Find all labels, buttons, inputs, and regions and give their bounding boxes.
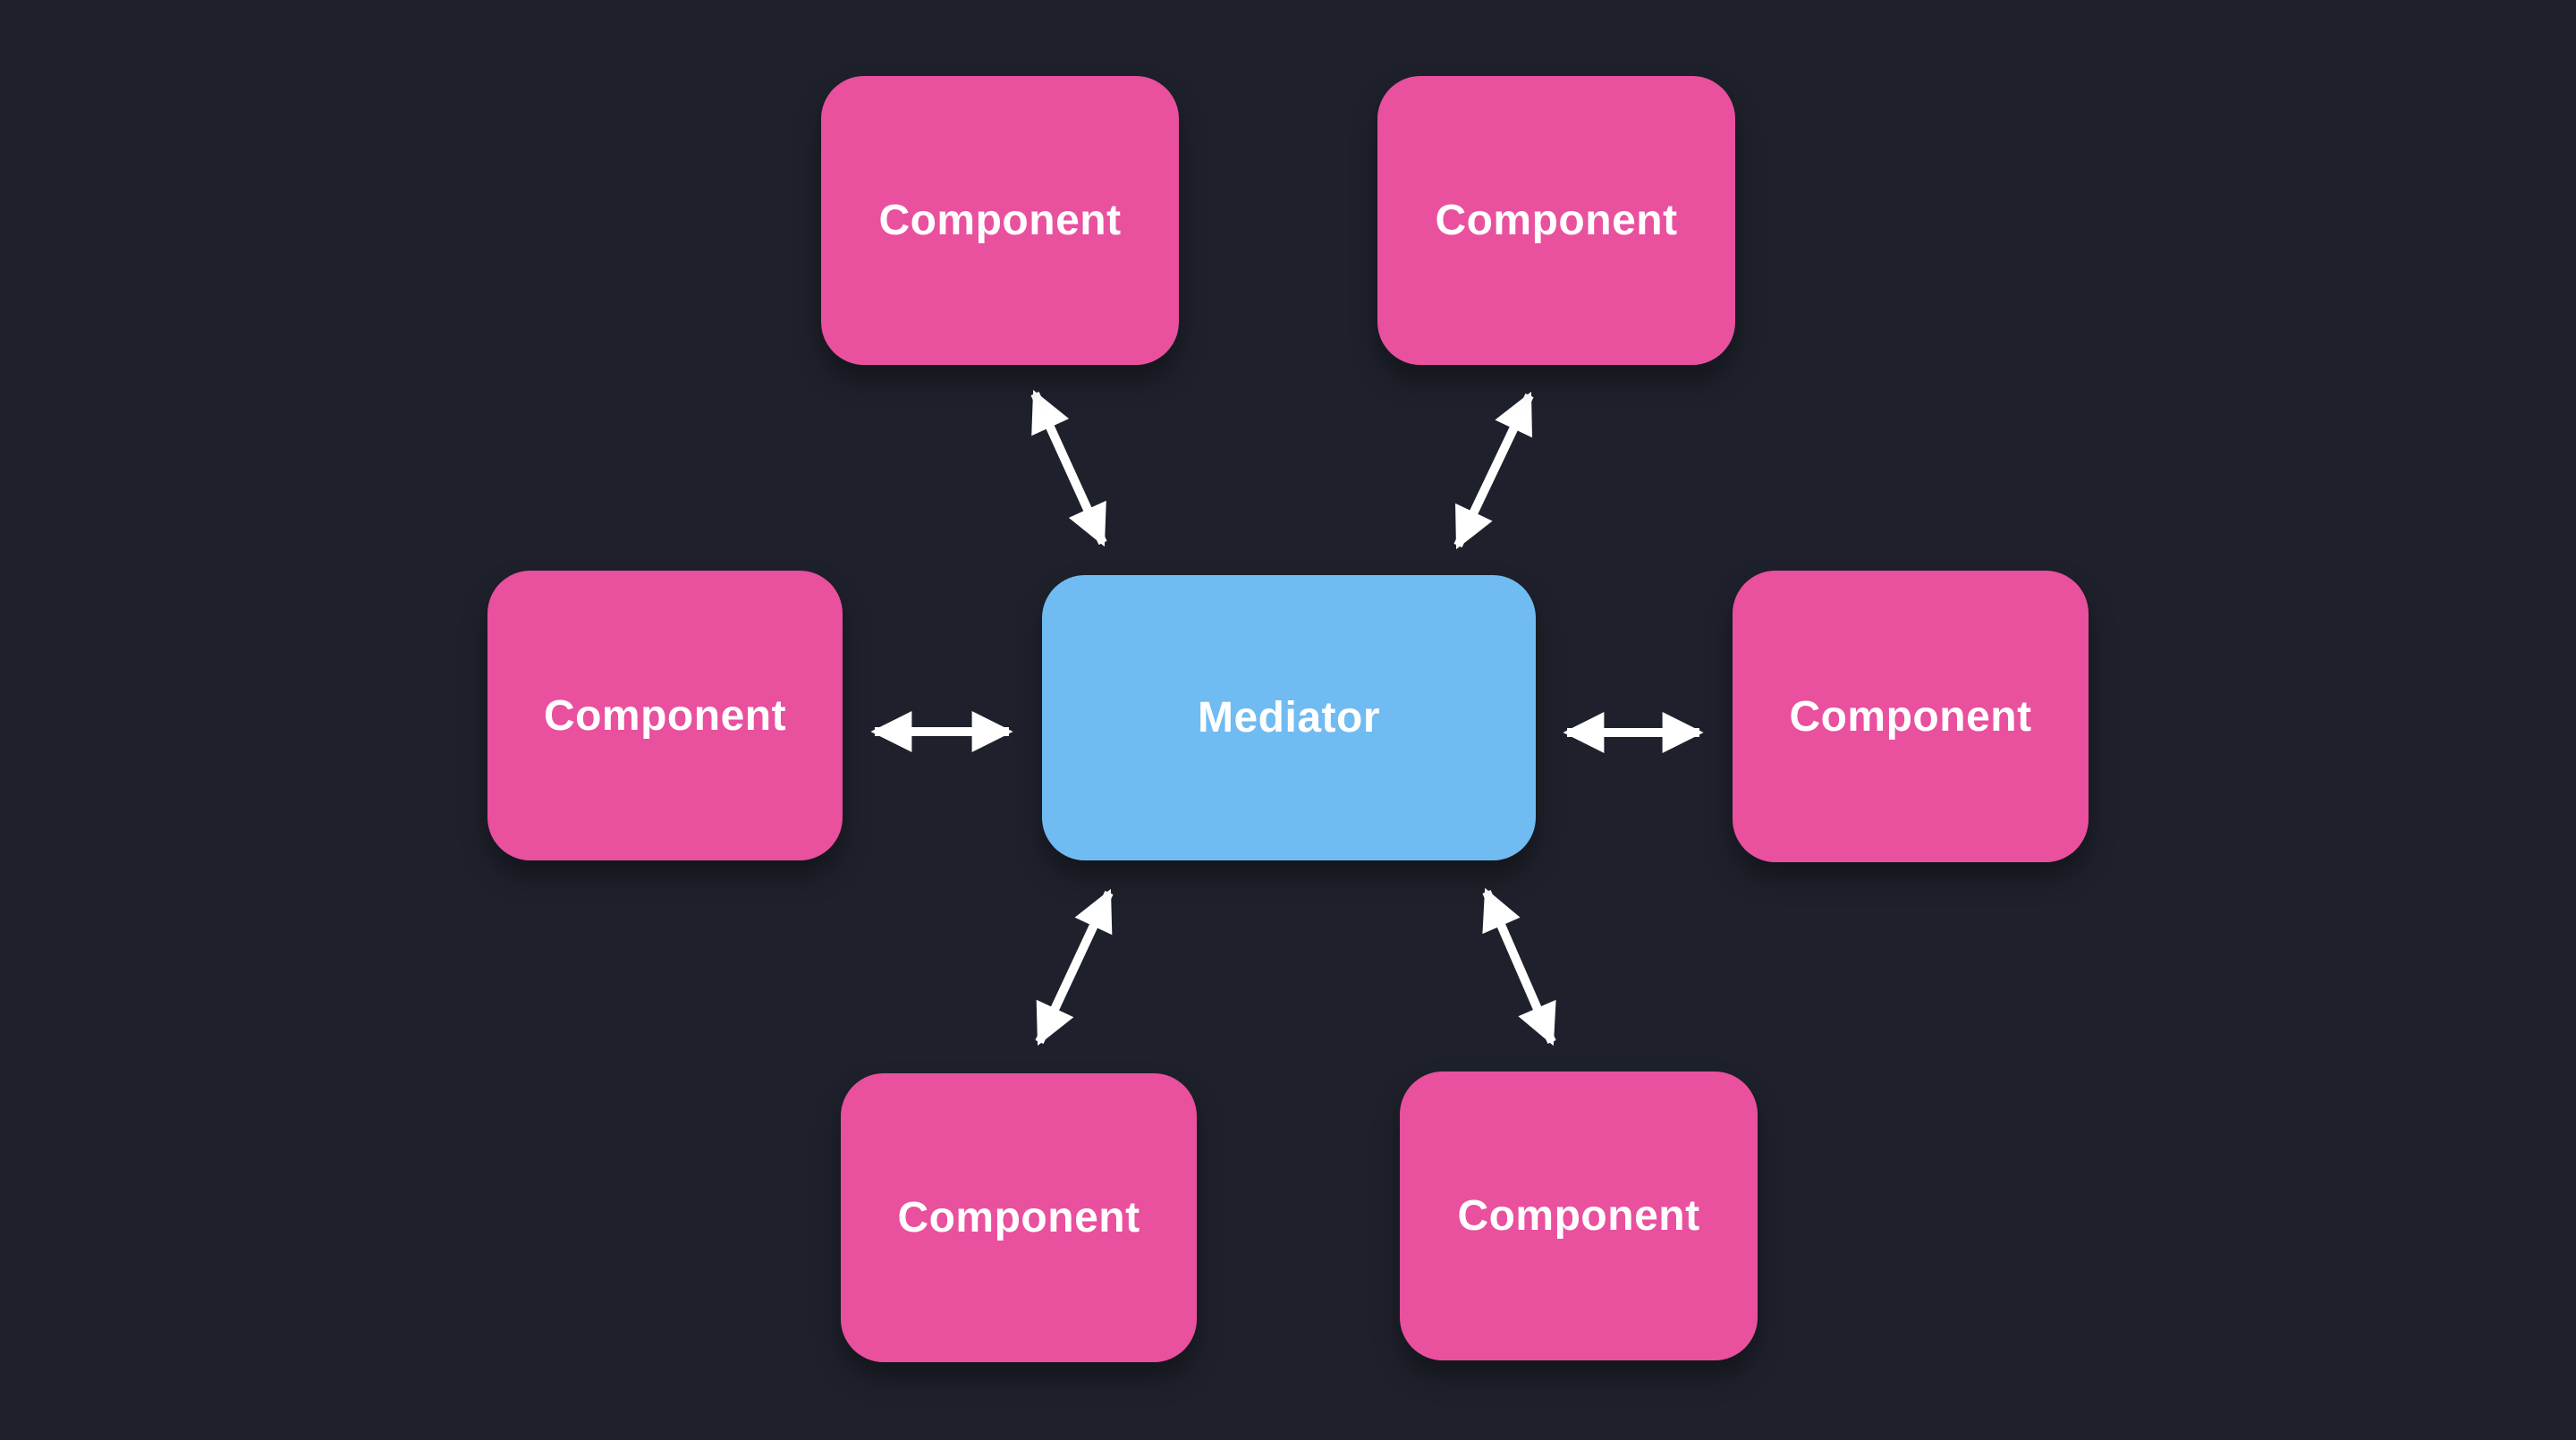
- arrow-mediator-top-left: [1030, 389, 1107, 547]
- component-label: Component: [1789, 692, 2032, 741]
- arrow-mediator-top-right: [1453, 391, 1534, 550]
- component-label: Component: [1435, 197, 1678, 244]
- arrow-mediator-bottom-right: [1482, 887, 1556, 1046]
- mediator-node: Mediator: [1042, 575, 1536, 860]
- component-label: Component: [1457, 1192, 1700, 1240]
- mediator-label: Mediator: [1197, 694, 1380, 741]
- component-node-top-left: Component: [821, 76, 1179, 365]
- component-node-right: Component: [1733, 571, 2089, 862]
- component-node-bottom-left: Component: [841, 1073, 1197, 1362]
- component-node-left: Component: [487, 571, 843, 860]
- component-label: Component: [878, 197, 1122, 244]
- component-node-bottom-right: Component: [1400, 1072, 1758, 1360]
- component-label: Component: [543, 691, 787, 740]
- component-label: Component: [897, 1194, 1140, 1241]
- arrow-mediator-bottom-left: [1035, 888, 1114, 1046]
- component-node-top-right: Component: [1377, 76, 1735, 365]
